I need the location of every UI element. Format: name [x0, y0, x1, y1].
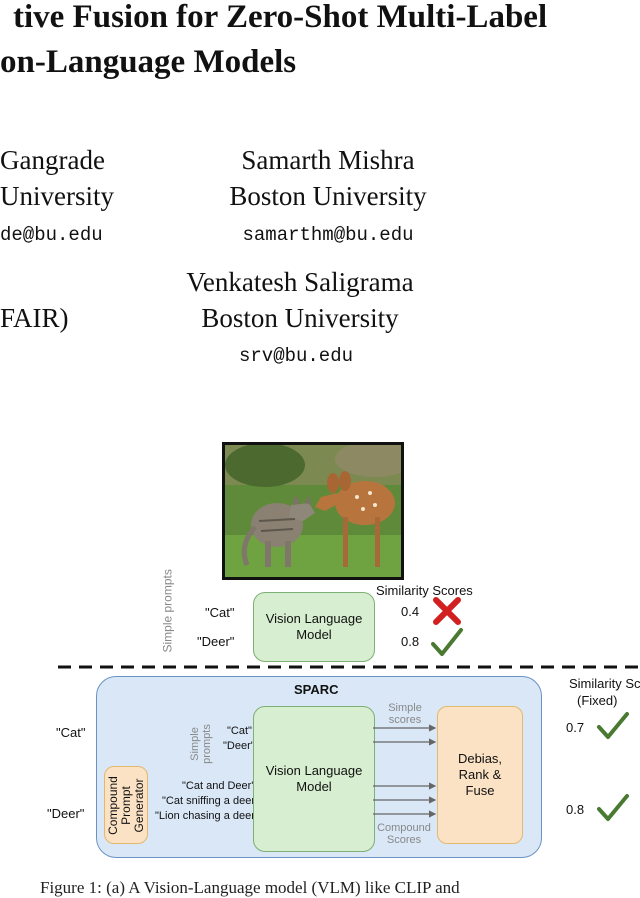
bottom-label-cat: "Cat" [56, 725, 86, 740]
top-prompt-cat: "Cat" [205, 605, 235, 620]
bottom-score-deer: 0.8 [566, 802, 585, 817]
cross-icon [433, 597, 461, 625]
author-4-name: Venkatesh Saligrama [186, 267, 414, 297]
figure-caption: Figure 1: (a) A Vision-Language model (V… [40, 878, 460, 897]
generator-label: Compound Prompt Generator [105, 775, 146, 835]
bottom-score-cat: 0.7 [566, 720, 585, 735]
bottom-model-label: Vision Language Model [265, 763, 363, 794]
simple-scores-label: Simple scores [388, 702, 422, 726]
top-prompt-deer: "Deer" [197, 634, 235, 649]
author-1-affiliation: University [0, 181, 114, 211]
author-4-affiliation: Boston University [201, 303, 399, 333]
sparc-title: SPARC [294, 682, 339, 697]
top-score-deer: 0.8 [401, 634, 420, 649]
compound-prompt-1: "Cat and Deer" [182, 780, 256, 792]
author-1-name: Gangrade [0, 145, 105, 175]
bottom-label-deer: "Deer" [47, 806, 85, 821]
compound-prompt-3: "Lion chasing a deer" [155, 810, 259, 822]
check-icon-top-deer [431, 628, 463, 656]
top-vision-language-model-box: Vision Language Model [253, 592, 375, 662]
dashed-divider [58, 665, 640, 669]
compound-scores-label: Compound Scores [377, 822, 431, 846]
bottom-vision-language-model-box: Vision Language Model [253, 706, 375, 852]
author-2-email: samarthm@bu.edu [242, 224, 414, 246]
top-simple-prompts-label: Simple prompts [160, 569, 175, 653]
check-icon-bottom-cat [597, 712, 629, 739]
paper-title-line-1: tive Fusion for Zero-Shot Multi-Label [13, 0, 548, 35]
bottom-simple-prompts-label: Simple prompts [189, 724, 213, 764]
debias-rank-fuse-box: Debias, Rank & Fuse [437, 706, 523, 844]
score-arrows [373, 724, 437, 818]
author-1-email: de@bu.edu [0, 224, 103, 246]
bottom-simple-deer: "Deer" [223, 740, 255, 752]
bottom-simple-cat: "Cat" [227, 725, 252, 737]
fixed-scores-title-2: (Fixed) [577, 693, 618, 708]
author-4-email: srv@bu.edu [238, 345, 354, 367]
top-score-cat: 0.4 [401, 604, 420, 619]
top-model-label: Vision Language Model [265, 611, 363, 642]
author-2-affiliation: Boston University [229, 181, 427, 211]
compound-prompt-generator-box: Compound Prompt Generator [104, 766, 148, 844]
top-similarity-scores-title: Similarity Scores [376, 583, 473, 598]
paper-title-line-2: on-Language Models [0, 44, 297, 80]
author-3-affiliation: FAIR) [0, 303, 69, 333]
check-icon-bottom-deer [597, 794, 629, 821]
fuse-label: Debias, Rank & Fuse [457, 751, 503, 798]
cat-and-deer-photo [222, 442, 404, 580]
fixed-scores-title-1: Similarity Scores [569, 676, 640, 691]
photo-illustration [225, 445, 401, 577]
compound-prompt-2: "Cat sniffing a deer" [162, 795, 259, 807]
author-2-name: Samarth Mishra [241, 145, 415, 175]
